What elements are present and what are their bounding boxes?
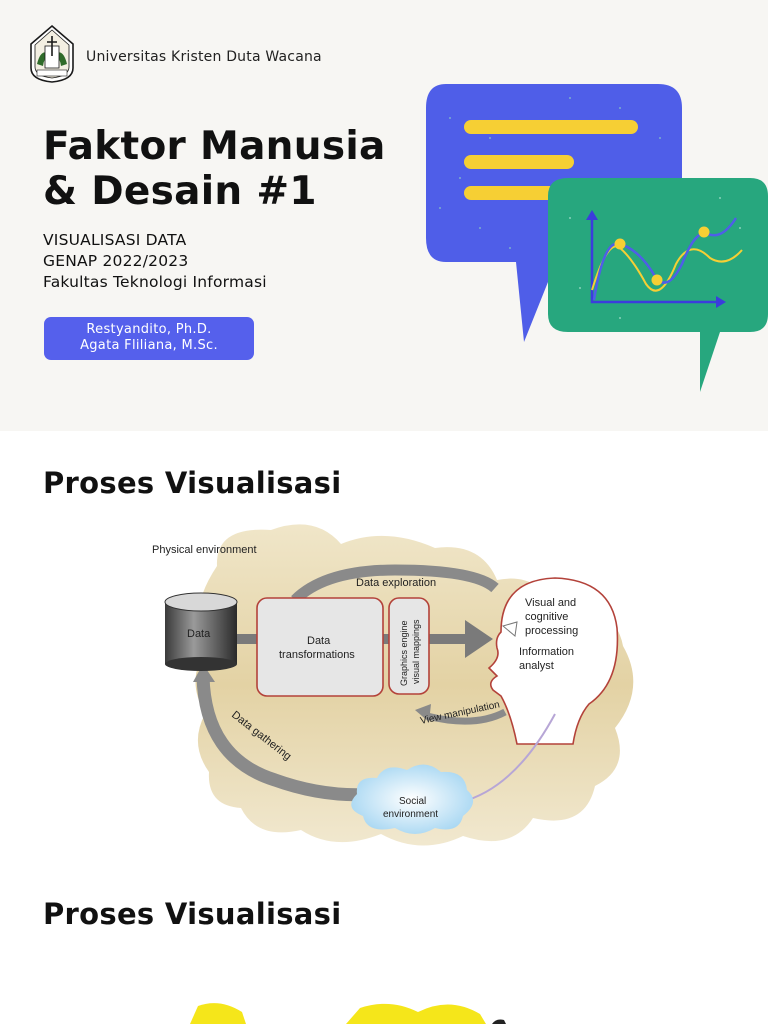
label-analyst-1: Information <box>519 646 574 658</box>
section-heading-2: Proses Visualisasi <box>43 897 342 931</box>
view-manipulation-arrow <box>426 708 507 725</box>
label-visual-2: cognitive <box>525 611 568 623</box>
text-line-bar-1 <box>464 120 638 134</box>
label-data: Data <box>187 628 211 640</box>
label-social-2: environment <box>383 809 438 820</box>
university-name: Universitas Kristen Duta Wacana <box>86 49 322 65</box>
author-2: Agata Fliliana, M.Sc. <box>80 338 218 353</box>
authors-badge: Restyandito, Ph.D. Agata Fliliana, M.Sc. <box>44 317 254 360</box>
label-analyst-2: analyst <box>519 660 554 672</box>
label-visual-3: processing <box>525 625 578 637</box>
partial-illustration <box>190 1003 506 1024</box>
yellow-shape-right <box>346 1003 486 1024</box>
text-line-bar-2 <box>464 155 574 169</box>
analyst-head <box>487 577 619 745</box>
university-logo <box>30 24 74 83</box>
text-line-bar-3 <box>464 186 556 200</box>
chart-point-3 <box>698 226 710 238</box>
faculty: Fakultas Teknologi Informasi <box>43 273 267 291</box>
course-name: VISUALISASI DATA <box>43 231 187 249</box>
social-environment-cloud <box>351 764 474 834</box>
label-data-exploration: Data exploration <box>356 577 436 589</box>
chart-point-1 <box>614 238 626 250</box>
dark-shape <box>492 1019 506 1024</box>
bubble-speckles <box>439 97 661 249</box>
label-data-transformations-2: transformations <box>279 649 355 661</box>
title-line-1: Faktor Manusia <box>43 124 386 169</box>
label-physical-environment: Physical environment <box>152 544 257 556</box>
page-title: Faktor Manusia & Desain #1 <box>43 124 386 214</box>
data-transformations-box <box>256 597 384 697</box>
social-link-line <box>460 713 556 803</box>
title-slide: Universitas Kristen Duta Wacana Faktor M… <box>0 0 768 431</box>
title-line-2: & Desain #1 <box>43 169 317 214</box>
subtitle: VISUALISASI DATA GENAP 2022/2023 Fakulta… <box>43 230 267 293</box>
semester: GENAP 2022/2023 <box>43 252 189 270</box>
label-data-transformations-1: Data <box>307 635 331 647</box>
label-visual-1: Visual and <box>525 597 576 609</box>
data-exploration-arrow <box>291 564 499 605</box>
label-social-1: Social <box>399 796 426 807</box>
yellow-shape-left <box>190 1003 246 1024</box>
graphics-engine-box <box>388 597 430 695</box>
label-visual-mappings: visual mappings <box>411 619 421 684</box>
data-gathering-arrow <box>196 675 376 802</box>
section-heading: Proses Visualisasi <box>43 466 342 500</box>
chat-chart-illustration <box>426 84 768 392</box>
label-graphics-engine: Graphics engine <box>399 620 409 686</box>
chart-point-2 <box>651 274 663 286</box>
author-1: Restyandito, Ph.D. <box>86 322 212 337</box>
green-speckles <box>569 197 741 319</box>
process-slide-2 <box>0 861 768 1024</box>
chart-axes <box>590 214 722 304</box>
data-cylinder <box>164 592 238 671</box>
visualization-process-diagram: Physical environment Data exploration Da… <box>152 524 634 846</box>
